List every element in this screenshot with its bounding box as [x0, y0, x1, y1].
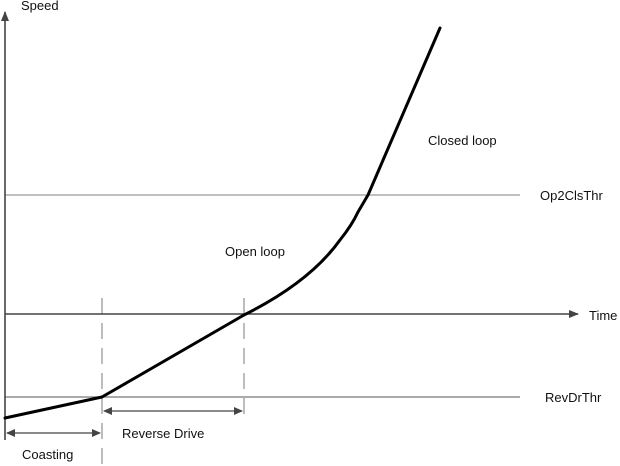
speed-axis-label: Speed [21, 0, 59, 13]
open-loop-label: Open loop [225, 244, 285, 259]
time-axis-label: Time [589, 308, 618, 323]
reverse-drive-label: Reverse Drive [122, 426, 205, 441]
revdrthr-label: RevDrThr [545, 390, 602, 405]
closed-loop-label: Closed loop [428, 133, 497, 148]
speed-curve [3, 26, 442, 420]
op2clsthr-label: Op2ClsThr [540, 188, 603, 203]
coasting-label: Coasting [22, 447, 74, 462]
